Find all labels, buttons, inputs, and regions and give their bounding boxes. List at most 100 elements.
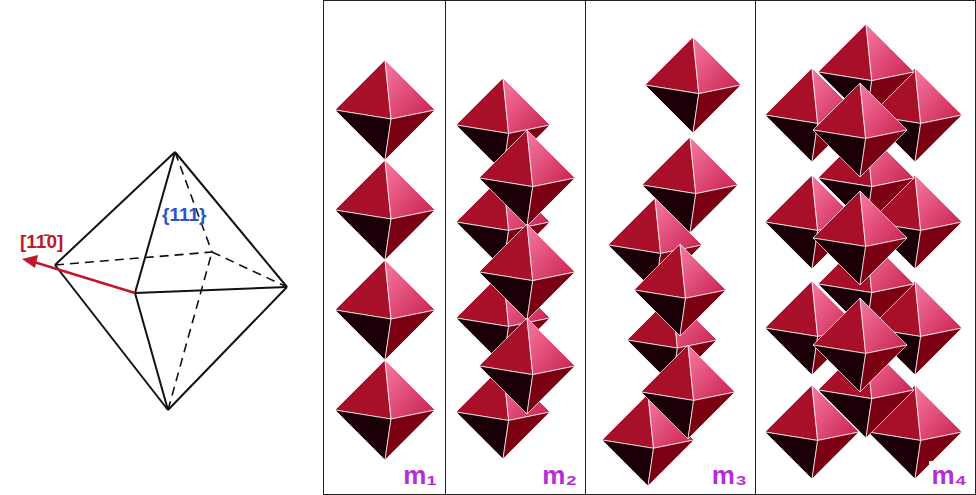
- octahedron-face: [860, 298, 907, 353]
- model-label: m₁: [401, 461, 439, 490]
- octahedron-face: [503, 78, 550, 133]
- octahedron-face: [385, 210, 435, 260]
- octahedron-face: [456, 412, 509, 459]
- model-panel: m₁: [323, 0, 446, 495]
- octahedron-face: [813, 83, 866, 138]
- model-label: m₂: [540, 461, 579, 490]
- octahedron-face: [680, 290, 726, 336]
- octahedron-face: [527, 178, 575, 226]
- octahedron-face: [866, 24, 914, 81]
- octahedron-face: [765, 385, 818, 440]
- octahedron-face: [503, 412, 550, 459]
- octahedron-outline: [55, 152, 287, 410]
- octahedron-face: [812, 432, 859, 479]
- octahedron-face: [634, 290, 686, 336]
- octahedron-face: [860, 345, 907, 392]
- octahedron-face: [813, 345, 866, 392]
- octahedron-face: [818, 390, 872, 438]
- octahedron-face: [868, 432, 921, 479]
- octahedron-face: [915, 115, 962, 162]
- octahedra-stack: [602, 37, 741, 486]
- octahedron-face: [456, 78, 509, 133]
- octahedron-face: [479, 366, 533, 414]
- model-panel: m₂: [445, 0, 586, 495]
- octahedra-stack: [765, 24, 962, 479]
- octahedron-face: [765, 175, 818, 230]
- octahedron-face: [645, 37, 699, 94]
- octahedron-face: [860, 83, 907, 138]
- octahedron-face: [385, 410, 435, 460]
- octahedron-face: [385, 260, 435, 319]
- octahedron-face: [608, 198, 661, 253]
- octahedron-face: [641, 345, 694, 400]
- plane-label: {111}: [162, 205, 206, 226]
- octahedron-face: [915, 281, 962, 336]
- octahedron-face: [479, 130, 533, 187]
- octahedron-face: [693, 85, 741, 133]
- octahedron-face: [693, 37, 741, 94]
- octahedron-face: [335, 110, 391, 160]
- octahedron-face: [860, 130, 907, 177]
- octahedron-face: [385, 110, 435, 160]
- octahedron-face: [860, 191, 907, 246]
- octahedron-face: [527, 366, 575, 414]
- octahedron-face: [479, 318, 533, 375]
- octahedron-face: [634, 244, 686, 298]
- octahedron-face: [385, 160, 435, 219]
- octahedron-face: [765, 222, 818, 269]
- direction-arrow: [22, 255, 135, 293]
- octahedra-stack: [456, 78, 575, 459]
- octahedron-face: [688, 345, 735, 400]
- octahedron-face: [527, 130, 575, 187]
- octahedron-face: [818, 24, 872, 81]
- octahedron-face: [860, 238, 907, 285]
- octahedron-face: [866, 390, 914, 438]
- octahedron-face: [335, 60, 391, 119]
- octahedron-face: [642, 137, 696, 194]
- octahedron-face: [915, 68, 962, 123]
- octahedron-face: [645, 85, 699, 133]
- octahedron-face: [385, 310, 435, 360]
- octahedron-face: [335, 410, 391, 460]
- octahedron-face: [765, 281, 818, 336]
- model-label: m₄: [929, 461, 969, 490]
- octahedron-face: [915, 385, 962, 440]
- octahedron-face: [813, 130, 866, 177]
- octahedron-face: [813, 298, 866, 353]
- octahedron-face: [648, 440, 694, 486]
- octahedron-face: [680, 244, 726, 298]
- octahedron-face: [385, 360, 435, 419]
- octahedron-face: [915, 175, 962, 230]
- octahedron-face: [641, 392, 694, 439]
- octahedron-face: [479, 272, 533, 320]
- octahedron-face: [527, 272, 575, 320]
- octahedron-face: [765, 328, 818, 375]
- octahedron-face: [335, 160, 391, 219]
- octahedron-face: [527, 318, 575, 375]
- octahedron-face: [915, 328, 962, 375]
- octahedron-face: [765, 68, 818, 123]
- octahedron-face: [479, 224, 533, 281]
- octahedron-face: [385, 60, 435, 119]
- octahedron-face: [335, 210, 391, 260]
- model-label: m₃: [710, 461, 749, 490]
- model-panel: m₄: [755, 0, 976, 495]
- octahedron-face: [813, 191, 866, 246]
- octahedron-face: [688, 392, 735, 439]
- octahedron-face: [690, 185, 738, 233]
- octahedron-face: [690, 137, 738, 194]
- octahedron-face: [642, 185, 696, 233]
- octahedron-face: [813, 238, 866, 285]
- octahedron-face: [602, 394, 654, 448]
- octahedron-face: [335, 260, 391, 319]
- octahedron-face: [915, 222, 962, 269]
- octahedron-face: [602, 440, 654, 486]
- octahedron-face: [335, 310, 391, 360]
- octahedron-face: [479, 178, 533, 226]
- model-panel: m₃: [585, 0, 756, 495]
- direction-label: [11̄0]: [20, 232, 63, 253]
- octahedron-face: [765, 432, 818, 479]
- octahedron-face: [527, 224, 575, 281]
- octahedra-stack: [335, 60, 435, 460]
